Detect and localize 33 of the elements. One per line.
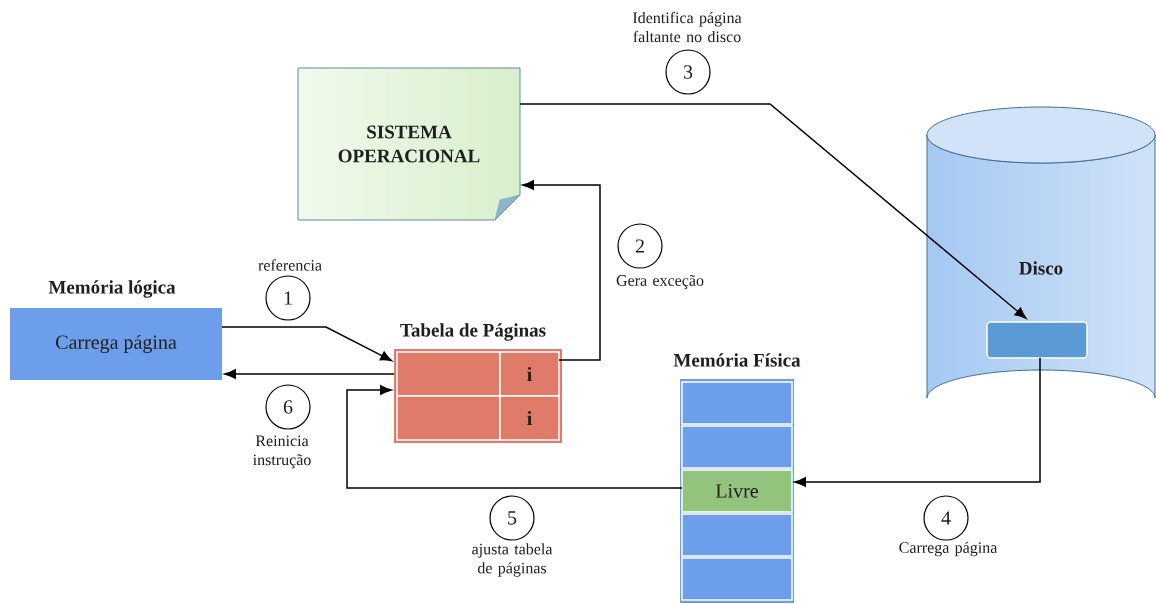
table-cell (396, 395, 501, 441)
memory-frame (681, 557, 793, 601)
memory-frame (681, 513, 793, 557)
arrow (221, 326, 393, 362)
step-description: Carrega página (899, 541, 998, 557)
memory-frame (681, 381, 793, 425)
step-number: 1 (265, 275, 311, 321)
step-description: Gera exceção (616, 274, 704, 290)
memory-frame: Livre (681, 469, 793, 513)
disk-page-box (986, 321, 1088, 359)
step-number: 6 (265, 384, 311, 430)
step-number: 4 (923, 495, 969, 541)
step-number: 2 (617, 223, 663, 269)
node-label: Memória Física (673, 353, 801, 367)
arrow (794, 357, 1041, 487)
table-cell: i (499, 395, 560, 441)
disk-cylinder: Disco (926, 106, 1156, 399)
step-description: Reinicia instrução (253, 435, 311, 469)
step-number: 3 (665, 49, 711, 95)
arrow (519, 103, 1027, 319)
step-description: referencia (258, 259, 322, 271)
node-label: Tabela de Páginas (400, 323, 546, 341)
table-cell: i (499, 351, 560, 397)
arrow (346, 385, 683, 489)
logical-memory-box: Memória lógica Carrega página (10, 280, 222, 380)
memory-frame (681, 425, 793, 469)
arrow (224, 369, 395, 379)
table-cell (396, 351, 501, 397)
node-label: Memória lógica (48, 280, 176, 298)
step-description: Identifica página faltante no disco (632, 11, 742, 43)
arrow (522, 180, 601, 361)
step-description: ajusta tabela de páginas (472, 543, 553, 577)
step-number: 5 (489, 495, 535, 541)
